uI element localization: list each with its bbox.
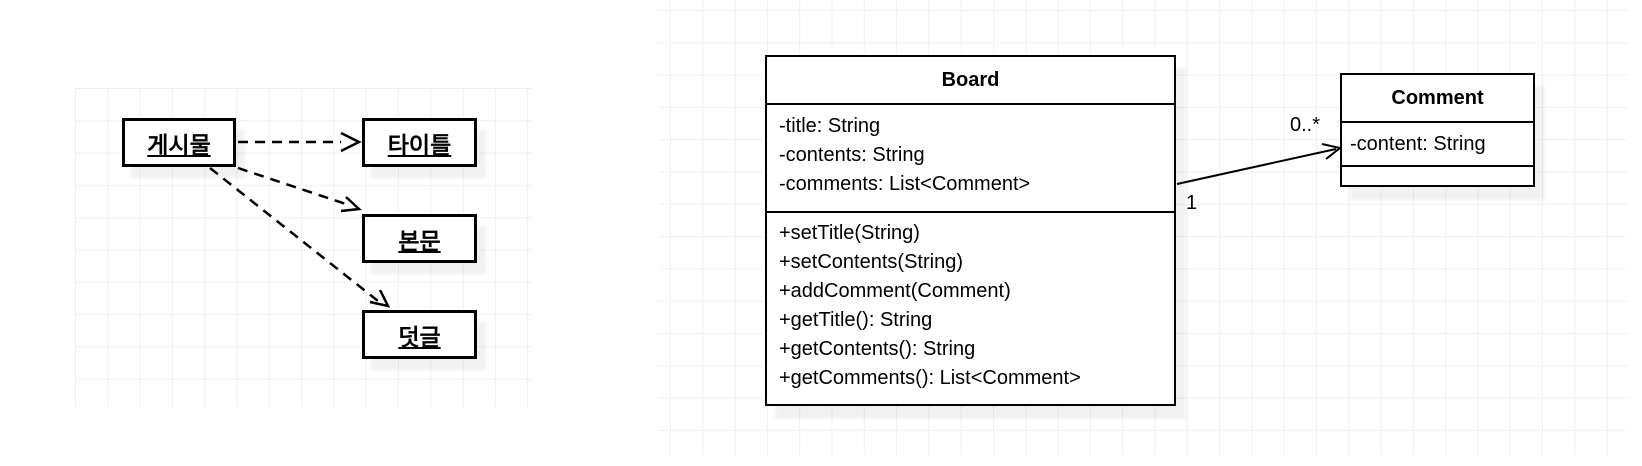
class-comment-methods [1342, 167, 1533, 185]
dependency-arrow-post-to-title[interactable] [238, 131, 362, 153]
attribute-row: -content: String [1350, 132, 1486, 155]
association-source-multiplicity: 1 [1186, 192, 1198, 214]
object-node-body-label: 본문 [398, 227, 441, 254]
class-comment-name: Comment [1342, 75, 1533, 123]
dependency-arrow-post-to-body[interactable] [237, 166, 362, 213]
method-row: +setContents(String) [779, 251, 963, 273]
method-row: +getComments(): List<Comment> [779, 367, 1081, 389]
class-board-methods: +setTitle(String) +setContents(String) +… [767, 213, 1174, 393]
class-board-attributes: -title: String -contents: String -commen… [767, 105, 1174, 213]
class-box-comment[interactable]: Comment -content: String [1340, 73, 1535, 187]
attribute-row: -contents: String [779, 144, 925, 166]
class-box-board[interactable]: Board -title: String -contents: String -… [765, 55, 1176, 406]
method-row: +getContents(): String [779, 338, 976, 360]
object-node-title[interactable]: 타이틀 [362, 118, 477, 167]
attribute-row: -comments: List<Comment> [779, 173, 1031, 195]
object-node-reply[interactable]: 덧글 [362, 310, 477, 359]
association-target-multiplicity: 0..* [1289, 114, 1321, 136]
class-comment-attributes: -content: String [1342, 123, 1533, 167]
object-node-post-label: 게시물 [147, 131, 211, 158]
object-node-body[interactable]: 본문 [362, 214, 477, 263]
object-node-reply-label: 덧글 [398, 323, 441, 350]
method-row: +setTitle(String) [779, 222, 920, 244]
class-board-name: Board [767, 57, 1174, 105]
object-node-post[interactable]: 게시물 [122, 118, 236, 167]
dependency-arrow-post-to-reply[interactable] [209, 167, 391, 308]
method-row: +addComment(Comment) [779, 280, 1011, 302]
object-node-title-label: 타이틀 [387, 131, 452, 158]
attribute-row: -title: String [779, 115, 881, 137]
method-row: +getTitle(): String [779, 309, 933, 331]
